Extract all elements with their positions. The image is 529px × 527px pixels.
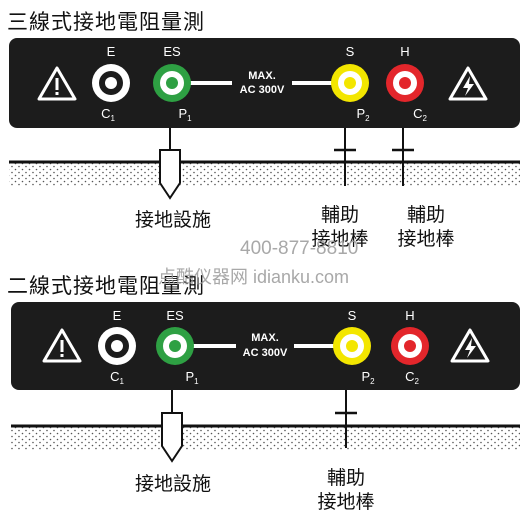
max-voltage-label: MAX. bbox=[251, 332, 279, 344]
aux-rod bbox=[335, 390, 357, 448]
diagram-title: 三線式接地電阻量測 bbox=[7, 10, 205, 34]
diagram-title: 二線式接地電阻量測 bbox=[7, 274, 205, 298]
diagram-top: E ES S H C1 P1 P2 C2 MAX. AC 300V bbox=[9, 38, 520, 200]
terminal-es-sublabel: P1 bbox=[185, 369, 199, 386]
terminal-h-sublabel: C2 bbox=[413, 106, 427, 123]
warning-icon bbox=[37, 66, 77, 101]
terminal-e bbox=[92, 64, 130, 102]
terminal-h bbox=[386, 64, 424, 102]
aux-rod-label-line2: 接地棒 bbox=[317, 491, 375, 513]
high-voltage-icon bbox=[448, 66, 488, 101]
ground-electrode bbox=[161, 390, 183, 463]
aux-rod-label-line1: 輔助 bbox=[320, 204, 359, 226]
terminal-e-sublabel: C1 bbox=[101, 106, 115, 123]
ground-soil bbox=[9, 162, 520, 186]
aux-rod-label-line2: 接地棒 bbox=[397, 228, 455, 250]
terminal-h-label: H bbox=[405, 308, 414, 323]
instrument-panel bbox=[11, 302, 520, 390]
aux-rod-label: 輔助 接地棒 bbox=[386, 203, 466, 251]
aux-rod-label-line1: 輔助 bbox=[406, 204, 445, 226]
ground-electrode bbox=[159, 128, 181, 200]
max-voltage-label: MAX. bbox=[248, 70, 276, 82]
terminal-e-sublabel: C1 bbox=[110, 369, 124, 386]
warning-icon bbox=[42, 328, 82, 363]
aux-rod-label: 輔助 接地棒 bbox=[300, 203, 380, 251]
high-voltage-icon bbox=[450, 328, 490, 363]
ground-facility-label: 接地設施 bbox=[134, 209, 211, 231]
ground-facility-label: 接地設施 bbox=[134, 473, 211, 495]
terminal-s-label: S bbox=[348, 308, 357, 323]
diagram-bottom: E ES S H C1 P1 P2 C2 MAX. AC 300V bbox=[11, 302, 520, 463]
terminal-s-sublabel: P2 bbox=[361, 369, 375, 386]
terminal-s-label: S bbox=[346, 44, 355, 59]
terminal-h-label: H bbox=[400, 44, 409, 59]
terminal-e bbox=[98, 327, 136, 365]
aux-rod-label-line2: 接地棒 bbox=[311, 228, 369, 250]
terminal-e-label: E bbox=[113, 308, 122, 323]
instrument-panel bbox=[9, 38, 520, 128]
terminal-es-label: ES bbox=[163, 44, 181, 59]
terminal-e-label: E bbox=[107, 44, 116, 59]
max-voltage-value: AC 300V bbox=[240, 84, 285, 96]
terminal-s bbox=[331, 64, 369, 102]
aux-rod-label-line1: 輔助 bbox=[326, 467, 365, 489]
terminal-es bbox=[156, 327, 194, 365]
terminal-h bbox=[391, 327, 429, 365]
aux-rod-2 bbox=[392, 128, 414, 186]
terminal-es bbox=[153, 64, 191, 102]
terminal-h-sublabel: C2 bbox=[405, 369, 419, 386]
terminal-s-sublabel: P2 bbox=[356, 106, 370, 123]
aux-rod-label: 輔助 接地棒 bbox=[306, 466, 386, 514]
watermark-site: 点酷仪器网 idianku.com bbox=[158, 267, 350, 287]
terminal-es-sublabel: P1 bbox=[178, 106, 192, 123]
aux-rod-1 bbox=[334, 128, 356, 186]
watermark-phone: 400-877-8810 bbox=[240, 238, 359, 259]
terminal-es-label: ES bbox=[166, 308, 184, 323]
ground-soil bbox=[11, 426, 520, 450]
terminal-s bbox=[333, 327, 371, 365]
max-voltage-value: AC 300V bbox=[243, 347, 288, 359]
